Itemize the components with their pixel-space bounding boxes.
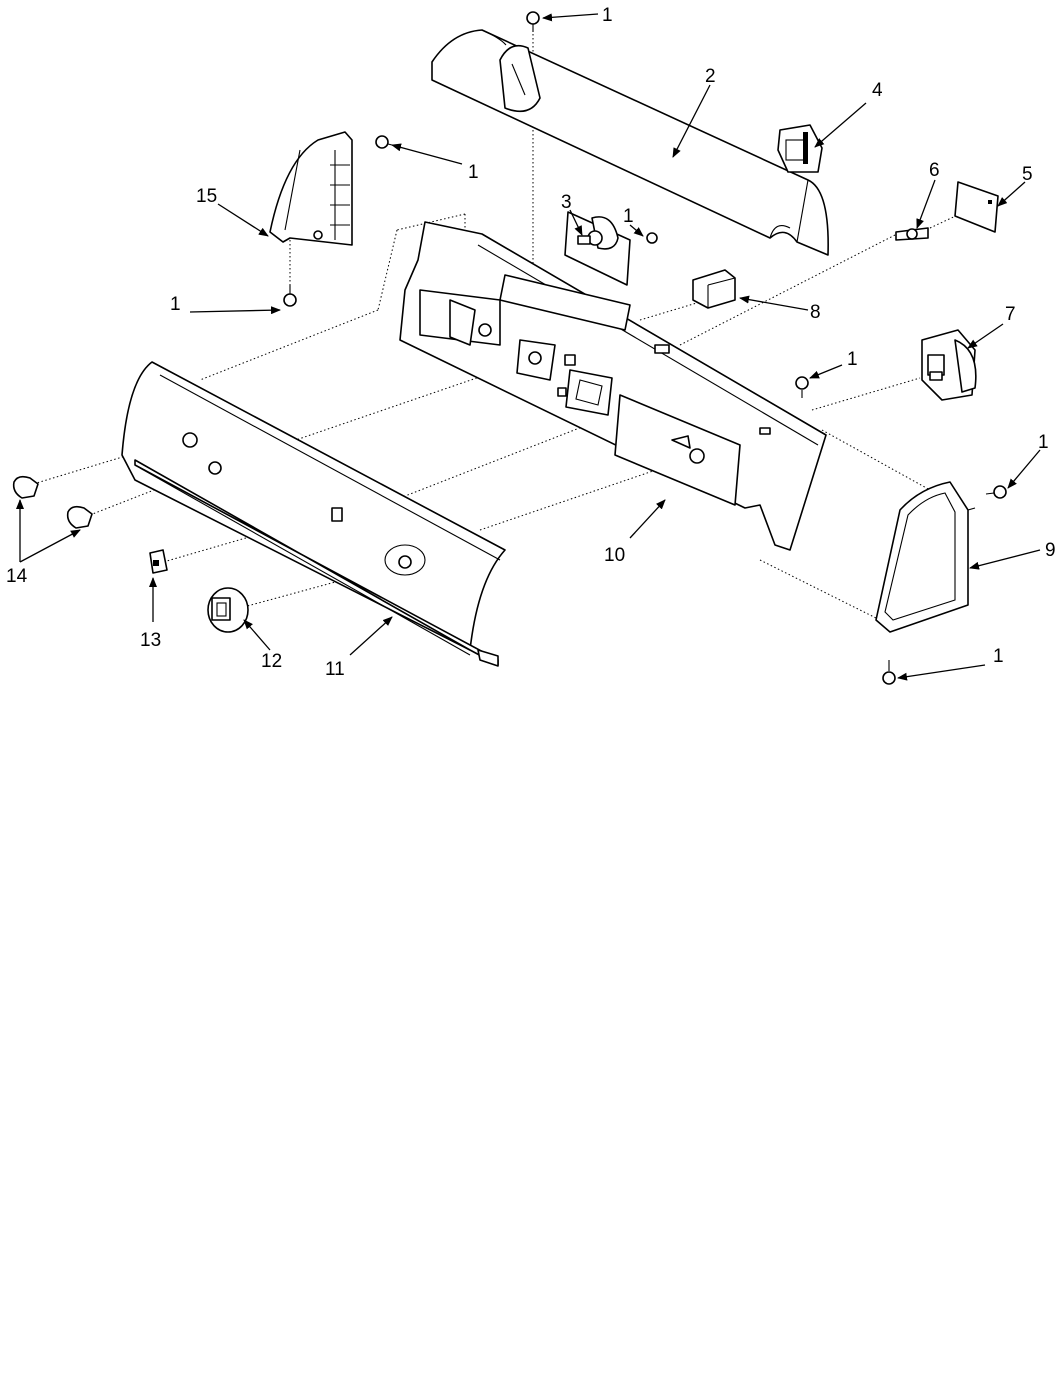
left-end-cap <box>269 131 353 246</box>
switch-assembly-7 <box>921 329 977 401</box>
screws <box>283 11 1007 685</box>
callout-1-left-cap: 1 <box>468 162 479 183</box>
callout-labels: 1 2 4 1 15 3 1 6 5 1 8 7 1 1 9 14 10 13 … <box>6 5 1056 680</box>
callout-15: 15 <box>196 186 217 207</box>
callout-1-console-right: 1 <box>847 349 858 370</box>
knobs-14 <box>12 475 93 529</box>
callout-1-component-3: 1 <box>623 206 634 227</box>
circuit-board <box>954 181 999 233</box>
screw-component-3 <box>646 232 658 244</box>
connector-6 <box>895 227 929 241</box>
callout-9: 9 <box>1045 540 1056 561</box>
callout-5: 5 <box>1022 164 1033 185</box>
callout-1-right-cap: 1 <box>1038 432 1049 453</box>
screw-top <box>526 11 540 32</box>
callout-1-right-bottom: 1 <box>993 646 1004 667</box>
callout-14: 14 <box>6 566 28 587</box>
callout-13: 13 <box>140 630 161 651</box>
top-trim-cover <box>431 29 829 256</box>
callout-6: 6 <box>929 160 940 181</box>
callout-11: 11 <box>325 659 345 680</box>
callout-12: 12 <box>261 651 282 672</box>
callout-1-left-bottom: 1 <box>170 294 181 315</box>
screw-right-cap <box>985 485 1007 499</box>
callout-10: 10 <box>604 545 625 566</box>
callout-8: 8 <box>810 302 821 323</box>
callout-7: 7 <box>1005 304 1016 325</box>
component-4 <box>777 124 823 173</box>
screw-console-right <box>795 376 809 398</box>
control-console-panel <box>399 221 827 551</box>
component-8 <box>692 269 736 309</box>
callout-3: 3 <box>561 192 572 213</box>
switch-13 <box>149 549 168 574</box>
callout-4: 4 <box>872 80 883 101</box>
dial-12 <box>207 587 249 633</box>
screw-right-bottom <box>882 660 896 685</box>
callout-2: 2 <box>705 66 716 87</box>
screw-left-bottom <box>283 285 297 307</box>
right-end-cap <box>875 481 976 633</box>
callout-1-top: 1 <box>602 5 613 26</box>
screw-left-cap <box>375 135 397 149</box>
leader-arrows <box>16 13 1041 681</box>
front-console-panel <box>121 361 506 667</box>
component-3 <box>564 211 631 286</box>
